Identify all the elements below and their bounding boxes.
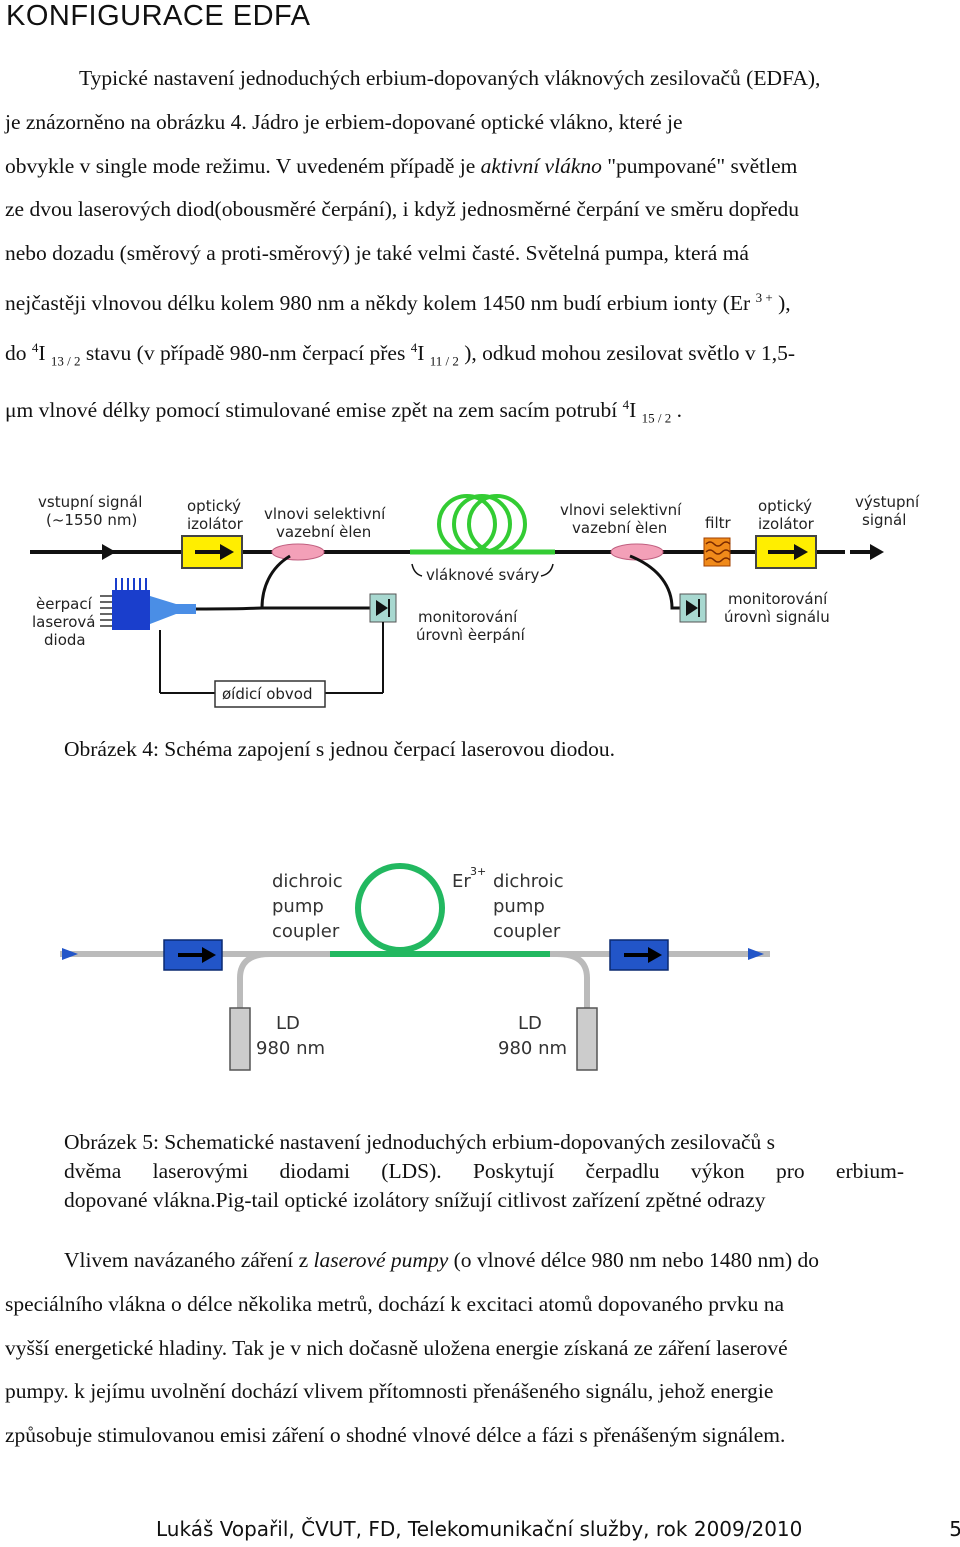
label: øídicí obvod — [222, 685, 313, 703]
label: vláknové sváry — [426, 566, 540, 584]
p1-line: ze dvou laserových diod(obousměré čerpán… — [5, 197, 800, 222]
p1-line: nebo dozadu (směrový a proti-směrový) je… — [5, 241, 749, 266]
p2-line: Vlivem navázaného záření z laserové pump… — [64, 1248, 820, 1272]
label: èerpací — [36, 595, 93, 613]
label: optický — [187, 497, 241, 515]
emphasis: laserové pumpy — [313, 1248, 449, 1272]
label: dioda — [44, 631, 86, 649]
arrow-icon — [794, 544, 808, 560]
label: pump — [493, 896, 545, 917]
label: laserová — [32, 613, 96, 631]
label: vazební èlen — [276, 523, 371, 541]
caption-line: dopované vlákna.Pig-tail optické izoláto… — [64, 1188, 766, 1212]
label: 980 nm — [498, 1038, 567, 1059]
p2-line: způsobuje stimulovanou emisi záření o sh… — [5, 1423, 786, 1448]
arrow-icon — [648, 947, 662, 963]
label: vstupní signál — [38, 493, 142, 511]
caption-line: Obrázek 5: Schematické nastavení jednodu… — [64, 1130, 776, 1154]
label: pump — [272, 896, 324, 917]
p1-line: nejčastěji vlnovou délku kolem 980 nm a … — [5, 289, 791, 316]
pump-laser-diode — [112, 590, 150, 630]
arrow-icon — [202, 947, 216, 963]
figure-4-caption: Obrázek 4: Schéma zapojení s jednou čerp… — [64, 737, 616, 761]
footer-text: Lukáš Vopařil, ČVUT, FD, Telekomunikační… — [156, 1517, 803, 1541]
figure-4-diagram: vstupní signál (~1550 nm) optický izolát… — [30, 493, 920, 708]
label: izolátor — [758, 515, 815, 533]
figure-5-diagram: dichroic pump coupler Er 3+ dichroic pum… — [60, 863, 770, 1071]
output-arrow-icon — [748, 948, 764, 960]
caption-line: dvěma laserovými diodami (LDS). Poskytuj… — [64, 1159, 904, 1183]
label: 3+ — [470, 865, 486, 878]
p2-line: vyšší energetické hladiny. Tak je v nich… — [5, 1335, 788, 1360]
input-arrow-icon — [102, 544, 116, 560]
p1-line: je znázorněno na obrázku 4. Jádro je erb… — [5, 109, 683, 134]
label: vazební èlen — [572, 519, 667, 537]
laser-diode-1 — [229, 1007, 251, 1071]
label: optický — [758, 497, 812, 515]
label: monitorování — [418, 608, 518, 626]
figure-5-caption: Obrázek 5: Schematické nastavení jednodu… — [64, 1128, 904, 1215]
label: vlnovi selektivní — [264, 505, 386, 523]
label: coupler — [493, 921, 561, 942]
label: dichroic — [493, 871, 564, 892]
p1-line: μm vlnové délky pomocí stimulované emise… — [5, 397, 682, 426]
label: filtr — [705, 514, 731, 532]
label: izolátor — [187, 515, 244, 533]
label: monitorování — [728, 590, 828, 608]
label: 980 nm — [256, 1038, 325, 1059]
body-paragraph: Vlivem navázaného záření z laserové pump… — [5, 1239, 955, 1458]
fiber-coil — [437, 494, 497, 554]
page-title: KONFIGURACE EDFA — [6, 0, 311, 32]
label: (~1550 nm) — [46, 511, 137, 529]
output-arrow-icon — [870, 544, 884, 560]
label: výstupní — [855, 493, 920, 511]
p1-line: obvykle v single mode režimu. V uvedeném… — [5, 153, 798, 178]
label: vlnovi selektivní — [560, 501, 682, 519]
label: úrovnì èerpání — [416, 626, 526, 644]
label: LD — [518, 1013, 542, 1034]
page-number: 5 — [949, 1517, 960, 1541]
arrow-icon — [220, 544, 234, 560]
p1-line: Typické nastavení jednoduchých erbium-do… — [79, 66, 821, 90]
emphasis: aktivní vlákno — [480, 153, 602, 178]
label: dichroic — [272, 871, 343, 892]
wdm-coupler-1 — [271, 543, 325, 561]
control-circuit-box — [214, 680, 326, 708]
label: signál — [862, 511, 906, 529]
p2-line: pumpy. k jejímu uvolnění dochází vlivem … — [5, 1379, 774, 1404]
intro-paragraph: Typické nastavení jednoduchých erbium-do… — [5, 57, 955, 440]
erbium-fiber-coil — [355, 863, 445, 953]
p1-line: do 4I 13 / 2 stavu (v případě 980-nm čer… — [5, 339, 796, 369]
label: coupler — [272, 921, 340, 942]
label: Er — [452, 871, 471, 892]
input-arrow-icon — [62, 948, 78, 960]
label: úrovnì signálu — [724, 608, 830, 626]
laser-diode-2 — [576, 1007, 598, 1071]
p2-line: speciálního vlákna o délce několika metr… — [5, 1291, 785, 1316]
page-footer: Lukáš Vopařil, ČVUT, FD, Telekomunikační… — [156, 1517, 960, 1541]
label: LD — [276, 1013, 300, 1034]
